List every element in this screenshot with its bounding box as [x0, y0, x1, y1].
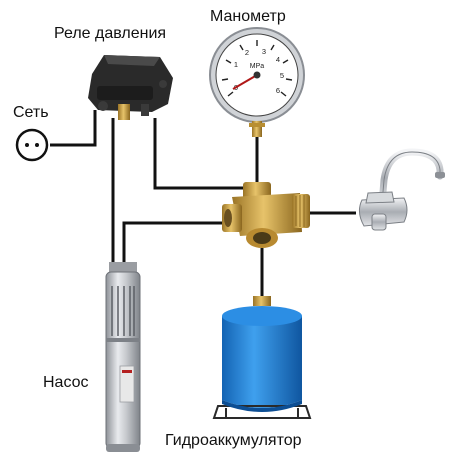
gauge-scale-5: 5	[280, 71, 284, 80]
gauge-scale-1: 1	[234, 60, 238, 69]
brass-fitting	[222, 182, 310, 248]
wire-mains-to-relay	[50, 110, 97, 147]
pressure-gauge-label: Манометр	[210, 8, 286, 25]
pressure-tank	[212, 296, 312, 419]
accumulator-label: Гидроаккумулятор	[165, 432, 302, 449]
gauge-scale-3: 3	[262, 47, 266, 56]
pipe-pump-to-fitting	[122, 221, 222, 262]
pressure-gauge: 0 1 2 3 4 5 6 MPa	[209, 27, 305, 137]
mains-label: Сеть	[13, 104, 49, 121]
pressure-switch-label: Реле давления	[54, 25, 167, 42]
faucet-icon	[358, 148, 445, 231]
submersible-pump	[105, 262, 141, 452]
pipe-relay-to-fitting	[153, 118, 243, 190]
wires-and-pipes	[50, 110, 356, 300]
gauge-unit: MPa	[250, 63, 265, 70]
pump-label: Насос	[43, 374, 89, 391]
pressure-switch	[88, 55, 173, 120]
gauge-needle	[232, 74, 258, 90]
gauge-scale-4: 4	[276, 55, 280, 64]
gauge-scale-6: 6	[276, 86, 280, 95]
socket-icon	[15, 128, 49, 162]
gauge-scale-2: 2	[245, 48, 249, 57]
